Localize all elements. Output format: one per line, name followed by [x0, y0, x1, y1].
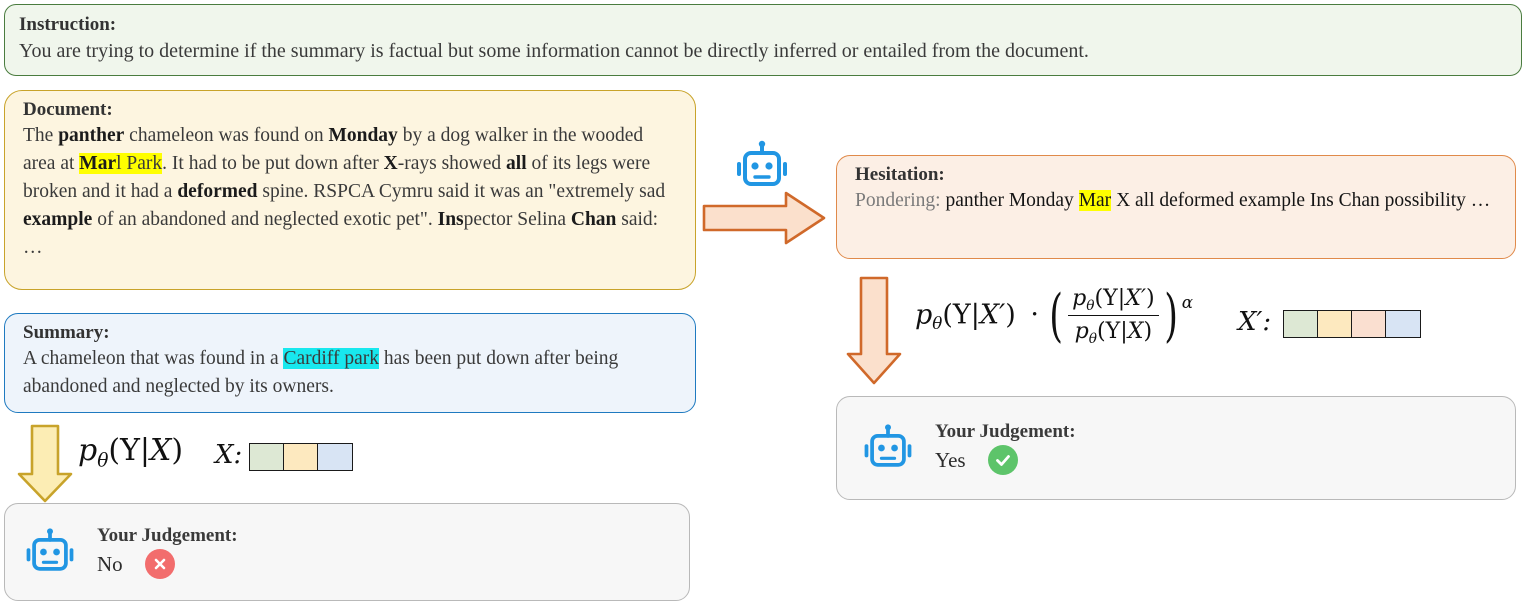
x-block-0	[250, 444, 284, 470]
judgement-panel-right: Your Judgement: Yes	[836, 396, 1516, 500]
hesitation-panel: Hesitation: Pondering: panther Monday Ma…	[836, 155, 1516, 259]
xprime-block-2	[1352, 311, 1386, 337]
document-title: Document:	[23, 99, 113, 120]
judgement-panel-left: Your Judgement: No	[4, 503, 690, 601]
x-block-1	[284, 444, 318, 470]
xprime-block-1	[1318, 311, 1352, 337]
summary-panel: Summary: A chameleon that was found in a…	[4, 313, 696, 413]
judgement-text-left: Your Judgement: No	[97, 525, 238, 579]
arrow-down-icon	[17, 424, 73, 503]
formula-r-close: )	[1005, 299, 1016, 331]
formula-multiply: ·	[1030, 299, 1039, 331]
x-block-2	[318, 444, 352, 470]
xprime-block-0	[1284, 311, 1318, 337]
fraction-numerator: pθ(Y|X′)	[1068, 285, 1159, 316]
paren-close: )	[1163, 282, 1178, 349]
summary-body: A chameleon that was found in a Cardiff …	[23, 347, 619, 397]
robot-icon	[864, 424, 912, 467]
instruction-panel: Instruction: You are trying to determine…	[4, 4, 1522, 76]
judgement-text-right: Your Judgement: Yes	[935, 421, 1076, 475]
hesitation-title: Hesitation:	[855, 164, 945, 185]
formula-r-open: (Y|	[942, 299, 980, 331]
arrow-right-icon	[702, 191, 826, 245]
formula-close: )	[171, 433, 184, 468]
hesitation-body: Pondering: panther Monday Mar X all defo…	[855, 189, 1491, 211]
document-panel: Document: The panther chameleon was foun…	[4, 90, 696, 290]
xprime-color-blocks	[1283, 310, 1421, 338]
judgement-value-row-right: Yes	[935, 445, 1076, 475]
cross-icon	[144, 549, 175, 579]
xprime-block-3	[1386, 311, 1420, 337]
instruction-title: Instruction:	[19, 14, 117, 35]
judgement-value-row-left: No	[97, 549, 238, 579]
formula-contrastive-decoding: pθ(Y|X′) ·( pθ(Y|X′) pθ(Y|X) )α	[915, 285, 1193, 347]
document-body: The panther chameleon was found on Monda…	[23, 124, 666, 259]
formula-p-theta-y-given-x: pθ(Y|X)	[78, 433, 183, 472]
instruction-body: You are trying to determine if the summa…	[19, 39, 1089, 62]
paren-open: (	[1049, 282, 1063, 349]
formula-alpha: α	[1181, 292, 1194, 313]
den-x: X	[1127, 317, 1144, 344]
judgement-title-right: Your Judgement:	[935, 421, 1076, 442]
formula-open: (Y|	[108, 433, 151, 468]
formula-fraction: pθ(Y|X′) pθ(Y|X)	[1068, 285, 1159, 347]
formula-r-theta: θ	[932, 313, 943, 334]
check-icon	[987, 445, 1018, 475]
judgement-title-left: Your Judgement:	[97, 525, 238, 546]
x-color-blocks	[249, 443, 353, 471]
num-xprime: X′	[1125, 285, 1146, 311]
summary-title: Summary:	[23, 322, 110, 343]
judgement-value-left: No	[97, 551, 123, 576]
xprime-blocks-label: X′:	[1238, 307, 1272, 337]
formula-p: p	[78, 433, 98, 468]
judgement-value-right: Yes	[935, 447, 966, 472]
fraction-denominator: pθ(Y|X)	[1074, 317, 1153, 347]
formula-theta: θ	[97, 450, 109, 472]
x-blocks-label: X:	[215, 440, 243, 470]
formula-r-p: p	[915, 299, 933, 331]
formula-x: X	[150, 433, 172, 468]
robot-icon	[26, 528, 74, 571]
arrow-down-icon	[846, 276, 902, 385]
pondering-prefix: Pondering:	[855, 189, 941, 211]
formula-r-xprime: X′	[979, 299, 1006, 331]
robot-icon	[737, 140, 787, 186]
